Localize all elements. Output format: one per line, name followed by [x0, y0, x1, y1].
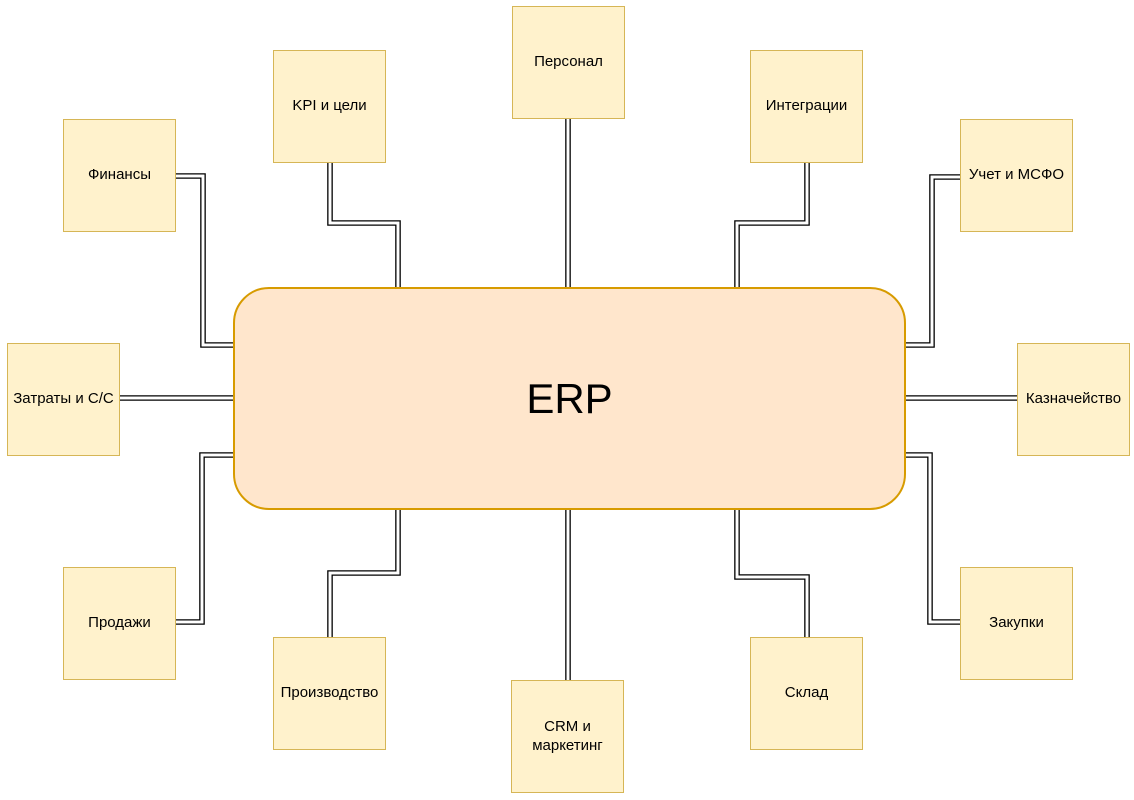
node-treasury-label: Казначейство — [1025, 390, 1122, 408]
edge-procurement-erp — [904, 452, 961, 625]
edge-integrations-erp — [734, 162, 810, 289]
edge-warehouse-erp — [734, 508, 810, 638]
edge-kpi-erp — [327, 162, 401, 289]
node-production-label: Производство — [280, 684, 379, 702]
node-warehouse[interactable]: Склад — [750, 637, 863, 750]
node-accounting-ifrs[interactable]: Учет и МСФО — [960, 119, 1073, 232]
node-procurement-label: Закупки — [989, 614, 1044, 632]
node-integrations[interactable]: Интеграции — [750, 50, 863, 163]
edge-accounting-erp — [904, 174, 961, 348]
node-costs[interactable]: Затраты и С/С — [7, 343, 120, 456]
node-crm-marketing-label: CRM и маркетинг — [532, 717, 603, 754]
node-finance[interactable]: Финансы — [63, 119, 176, 232]
edge-production-erp — [327, 508, 401, 638]
node-warehouse-label: Склад — [784, 684, 829, 702]
center-node-label: ERP — [526, 374, 613, 422]
edge-sales-erp — [175, 452, 234, 625]
edge-finance-erp — [175, 173, 234, 348]
node-sales-label: Продажи — [88, 614, 151, 632]
node-finance-label: Финансы — [88, 166, 151, 184]
node-treasury[interactable]: Казначейство — [1017, 343, 1130, 456]
node-kpi-goals-label: KPI и цели — [292, 97, 367, 115]
node-accounting-ifrs-label: Учет и МСФО — [968, 166, 1065, 184]
node-personnel[interactable]: Персонал — [512, 6, 625, 119]
node-integrations-label: Интеграции — [765, 97, 848, 115]
node-costs-label: Затраты и С/С — [13, 390, 114, 408]
node-procurement[interactable]: Закупки — [960, 567, 1073, 680]
node-crm-marketing[interactable]: CRM и маркетинг — [511, 680, 624, 793]
node-kpi-goals[interactable]: KPI и цели — [273, 50, 386, 163]
node-erp-center[interactable]: ERP — [233, 287, 906, 510]
node-sales[interactable]: Продажи — [63, 567, 176, 680]
node-production[interactable]: Производство — [273, 637, 386, 750]
node-personnel-label: Персонал — [534, 53, 603, 71]
